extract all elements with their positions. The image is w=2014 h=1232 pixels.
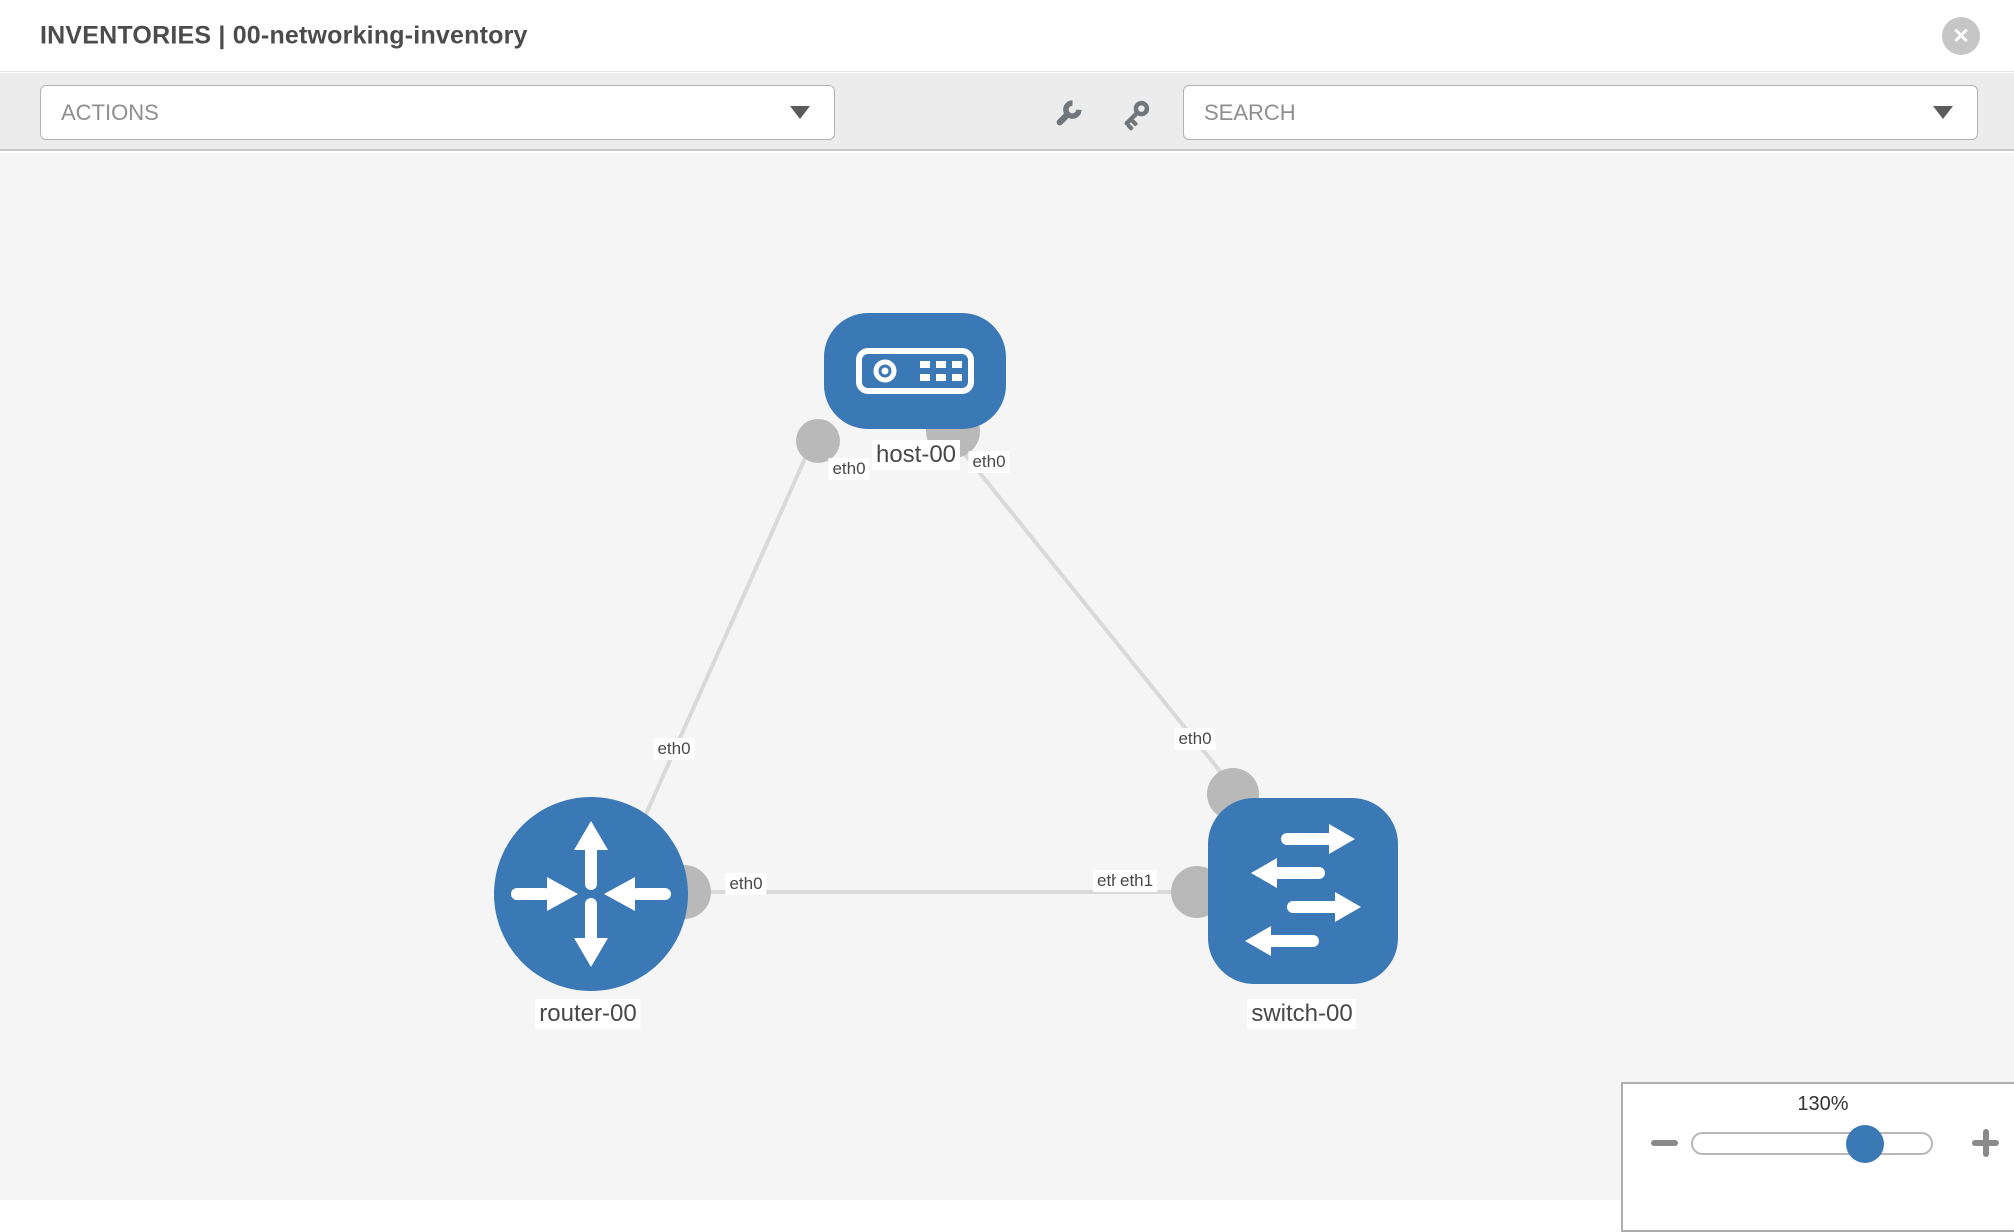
server-icon — [856, 348, 974, 394]
chevron-down-icon — [790, 106, 810, 119]
page-title: INVENTORIES | 00-networking-inventory — [40, 21, 528, 49]
interface-connectors — [657, 404, 1259, 919]
zoom-level: 130% — [1797, 1093, 1849, 1115]
chevron-down-icon — [1933, 106, 1953, 119]
node-router[interactable] — [494, 797, 688, 991]
search-dropdown[interactable]: SEARCH — [1183, 85, 1978, 140]
iface-label: eth0 — [968, 451, 1010, 473]
iface-label: eth0 — [653, 738, 695, 760]
zoom-plus-vertical-bar — [1983, 1129, 1989, 1157]
node-label-switch: switch-00 — [1247, 999, 1357, 1029]
zoom-slider-track[interactable] — [1691, 1132, 1933, 1155]
node-label-router: router-00 — [535, 999, 641, 1029]
zoom-out-icon[interactable] — [1651, 1140, 1678, 1146]
zoom-in-icon[interactable] — [1972, 1129, 2000, 1157]
actions-dropdown[interactable]: ACTIONS — [40, 85, 835, 140]
search-dropdown-label: SEARCH — [1204, 99, 1296, 125]
close-button[interactable]: ✕ — [1942, 17, 1980, 55]
actions-dropdown-label: ACTIONS — [61, 99, 159, 125]
node-label-host: host-00 — [871, 440, 961, 470]
node-host[interactable] — [824, 313, 1006, 429]
topology-links — [640, 434, 1242, 894]
node-switch[interactable] — [1208, 798, 1398, 984]
zoom-slider-thumb[interactable] — [1846, 1125, 1884, 1163]
close-icon: ✕ — [1952, 24, 1970, 48]
link-host-router — [640, 435, 817, 824]
switch-arrows-icon — [1245, 824, 1361, 956]
topology-canvas[interactable]: eth0 eth0 eth0 eth0 eth0 eth0 eth1 host-… — [0, 153, 2014, 1200]
toolbar: ACTIONS SEARCH — [0, 73, 2014, 151]
iface-label: eth0 — [725, 873, 767, 895]
router-arrows-icon — [511, 821, 671, 967]
iface-label: eth0 — [828, 458, 870, 480]
iface-label: eth1 — [1116, 870, 1158, 892]
header: INVENTORIES | 00-networking-inventory ✕ — [0, 0, 2014, 72]
wrench-icon[interactable] — [1046, 96, 1086, 136]
connector-host-left — [796, 419, 840, 463]
zoom-panel: 130% — [1621, 1082, 2014, 1232]
iface-label: eth0 — [1174, 728, 1216, 750]
key-icon[interactable] — [1114, 96, 1154, 136]
